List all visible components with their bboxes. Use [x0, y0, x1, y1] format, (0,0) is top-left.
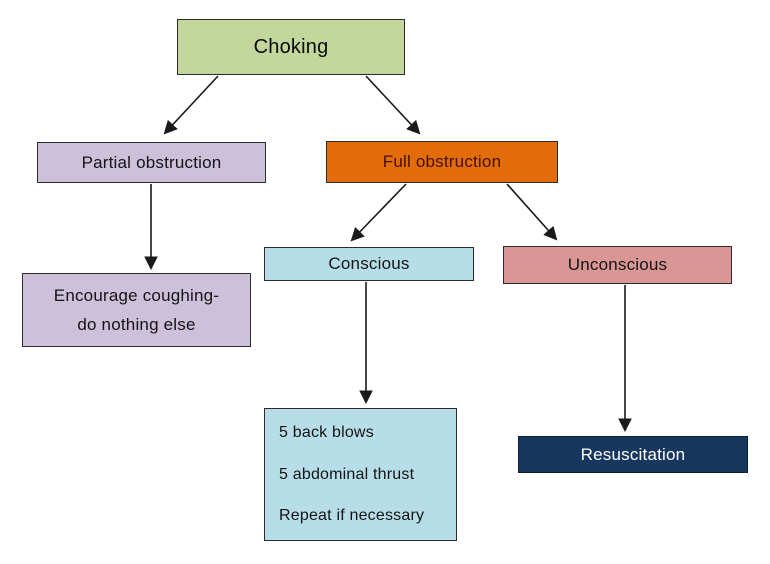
node-conscious-steps-line3: Repeat if necessary [279, 507, 425, 524]
node-conscious: Conscious [264, 247, 474, 281]
arrow-choking-to-full [365, 75, 421, 135]
arrow-full-to-unconscious [506, 183, 558, 241]
node-full-obstruction-label: Full obstruction [382, 152, 502, 171]
node-full-obstruction: Full obstruction [326, 141, 558, 183]
arrow-choking-to-partial [163, 75, 219, 135]
node-conscious-steps-line2: 5 abdominal thrust [279, 465, 415, 483]
node-choking: Choking [177, 19, 405, 75]
node-unconscious-label: Unconscious [567, 255, 668, 274]
arrow-full-to-conscious [350, 183, 407, 242]
node-resuscitation: Resuscitation [518, 436, 748, 473]
node-conscious-label: Conscious [328, 254, 410, 273]
node-partial-obstruction: Partial obstruction [37, 142, 266, 183]
node-resuscitation-label: Resuscitation [580, 444, 686, 464]
node-encourage-coughing: Encourage coughing- do nothing else [22, 273, 251, 347]
node-encourage-coughing-line1: Encourage coughing- [53, 285, 220, 305]
node-unconscious: Unconscious [503, 246, 732, 284]
node-choking-label: Choking [253, 35, 329, 58]
node-conscious-steps: 5 back blows 5 abdominal thrust Repeat i… [264, 408, 457, 541]
node-partial-obstruction-label: Partial obstruction [81, 152, 222, 172]
node-conscious-steps-line1: 5 back blows [279, 424, 374, 441]
node-encourage-coughing-line2: do nothing else [77, 314, 196, 334]
